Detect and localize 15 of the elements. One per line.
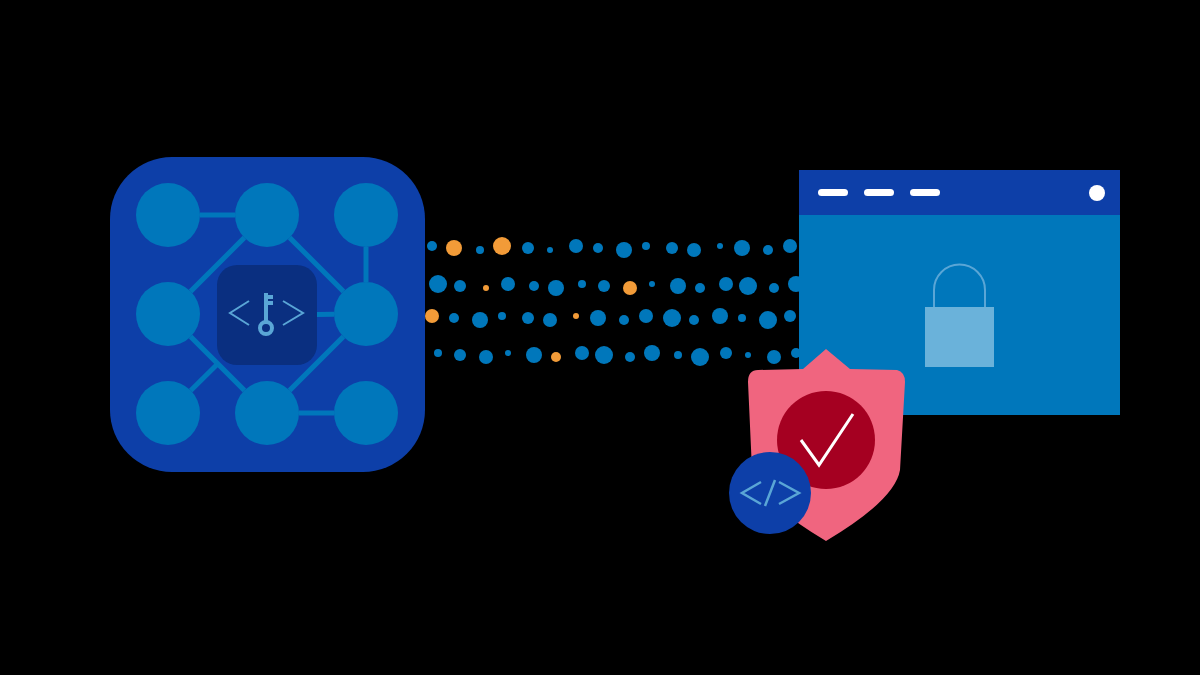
connector-line xyxy=(287,235,346,294)
network-node-circle xyxy=(136,282,200,346)
network-node-circle xyxy=(334,282,398,346)
network-panel xyxy=(110,157,425,472)
key-code-tile xyxy=(217,265,317,365)
connector-line xyxy=(188,334,247,393)
network-node-circle xyxy=(235,183,299,247)
connector-line xyxy=(317,311,335,317)
connector-line xyxy=(363,247,369,282)
connector-line xyxy=(189,362,219,393)
connector-line xyxy=(299,410,334,416)
network-node-circle xyxy=(235,381,299,445)
connector-line xyxy=(287,334,346,393)
connector-line xyxy=(200,212,235,218)
connector-line xyxy=(188,235,247,294)
